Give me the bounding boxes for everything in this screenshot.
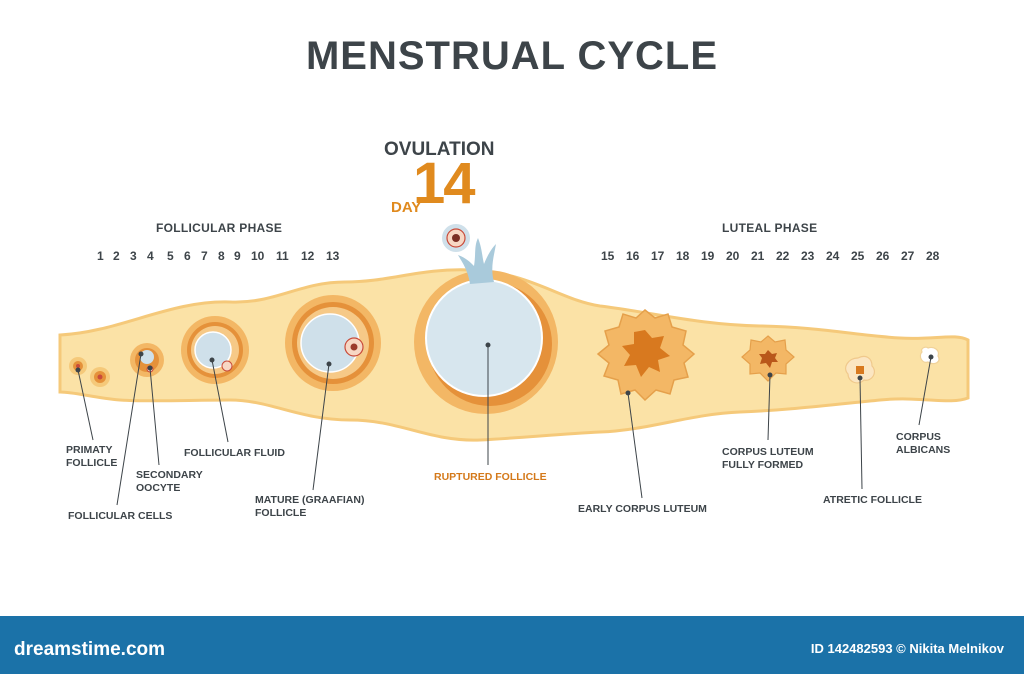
day-2: 2 [113, 249, 120, 263]
day-4: 4 [147, 249, 154, 263]
day-21: 21 [751, 249, 765, 263]
day-16: 16 [626, 249, 640, 263]
label-primary-follicle: PRIMATY FOLLICLE [66, 444, 118, 469]
primary-follicle [69, 357, 110, 387]
label-follicular-cells: FOLLICULAR CELLS [68, 510, 173, 522]
day-22: 22 [776, 249, 790, 263]
ovulation-label: OVULATION [384, 139, 495, 160]
label-corpus-luteum-formed: CORPUS LUTEUM FULLY FORMED [722, 446, 814, 471]
day-26: 26 [876, 249, 890, 263]
label-secondary-oocyte: SECONDARY OOCYTE [136, 469, 203, 494]
ruptured-follicle [414, 222, 558, 414]
day-23: 23 [801, 249, 815, 263]
day-6: 6 [184, 249, 191, 263]
day-15: 15 [601, 249, 615, 263]
page-title: MENSTRUAL CYCLE [305, 34, 719, 78]
ovulation-day-number: 14 [413, 151, 475, 216]
antral-follicle [181, 316, 249, 384]
day-27: 27 [901, 249, 915, 263]
day-5: 5 [167, 249, 174, 263]
secondary-follicle [130, 343, 164, 377]
footer-brand[interactable]: dreamstime.com [14, 639, 166, 660]
day-12: 12 [301, 249, 315, 263]
day-19: 19 [701, 249, 715, 263]
day-20: 20 [726, 249, 740, 263]
luteal-phase-label: LUTEAL PHASE [722, 221, 818, 235]
day-24: 24 [826, 249, 840, 263]
day-18: 18 [676, 249, 690, 263]
day-17: 17 [651, 249, 665, 263]
label-early-corpus-luteum: EARLY CORPUS LUTEUM [578, 503, 707, 515]
ovarian-cycle-diagram [58, 222, 970, 506]
label-follicular-fluid: FOLLICULAR FLUID [184, 447, 285, 459]
day-11: 11 [276, 249, 289, 263]
footer-credit: ID 142482593 © Nikita Melnikov [810, 641, 1004, 656]
label-ruptured-follicle: RUPTURED FOLLICLE [434, 471, 547, 483]
label-mature-follicle: MATURE (GRAAFIAN) FOLLICLE [255, 494, 365, 519]
day-25: 25 [851, 249, 865, 263]
follicular-phase-label: FOLLICULAR PHASE [156, 221, 283, 235]
day-1: 1 [97, 249, 104, 263]
day-3: 3 [130, 249, 137, 263]
day-28: 28 [926, 249, 940, 263]
ovulation-day-word: DAY [391, 199, 422, 216]
early-corpus-luteum [596, 309, 696, 402]
footer-bar: dreamstime.com ID 142482593 © Nikita Mel… [0, 616, 1024, 674]
corpus-luteum-fully-formed [741, 335, 795, 382]
day-7: 7 [201, 249, 208, 263]
pointer-lines [75, 342, 934, 506]
label-corpus-albicans: CORPUS ALBICANS [896, 431, 951, 456]
day-10: 10 [251, 249, 265, 263]
label-atretic-follicle: ATRETIC FOLLICLE [823, 494, 922, 506]
day-13: 13 [326, 249, 340, 263]
day-9: 9 [234, 249, 241, 263]
day-8: 8 [218, 249, 225, 263]
atretic-follicle [845, 355, 876, 384]
mature-graafian-follicle [285, 295, 381, 391]
